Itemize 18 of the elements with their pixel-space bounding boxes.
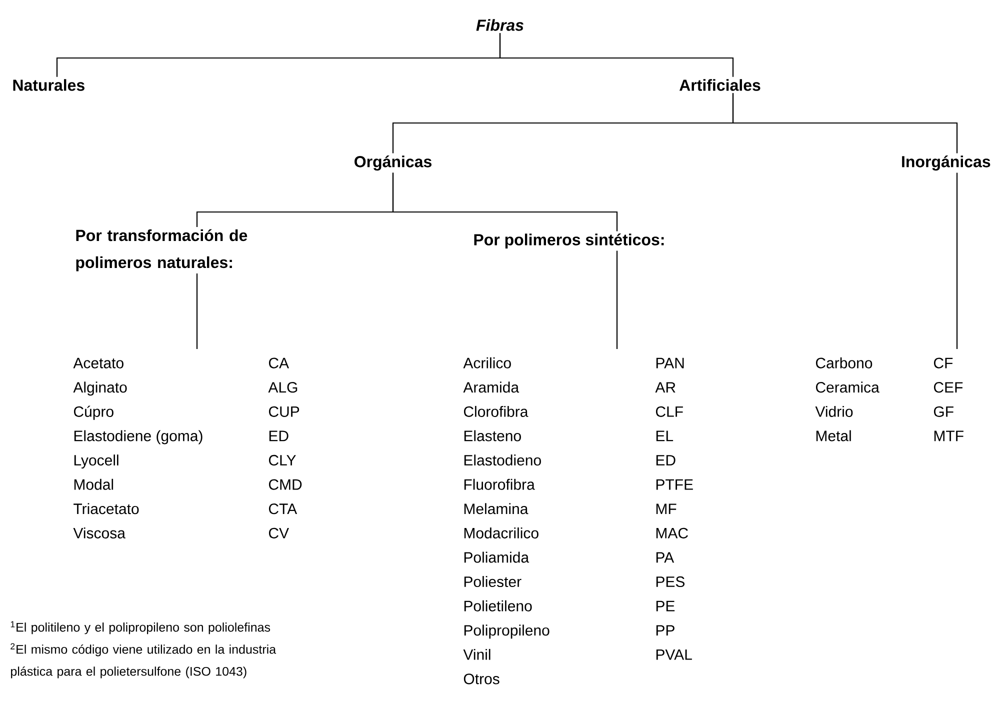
heading: Artificiales — [680, 79, 760, 91]
heading: Por transformación de polimeros naturales: — [76, 229, 248, 272]
footnote: $^{1}$El politileno y el polipropileno son poliolefinas — [10, 621, 270, 634]
heading: Orgánicas — [354, 155, 432, 171]
fiber-list: Acrilico PAN Aramida AR Clorofibra CLF Elasteno EL Elastodieno ED Fluorofibra PTFE Melamina MF Modacrilico MAC Poliamida PA Poliester PES Polietileno PE Polipropileno PP Vinil PVAL Otros — [463, 357, 693, 684]
fiber-list: Carbono CF Ceramica CEF Vidrio GF Metal MTF — [815, 357, 964, 442]
connector-line — [392, 172, 618, 232]
heading: Naturales — [13, 79, 84, 91]
connector-line — [616, 250, 618, 349]
connector-line — [956, 172, 958, 349]
heading: Por polimeros sintéticos: — [474, 233, 664, 249]
connector-line — [196, 273, 198, 349]
connector-line — [732, 93, 958, 154]
heading: Fibras — [476, 19, 524, 31]
fiber-list: Acetato CA Alginato ALG Cúpro CUP Elastodiene (goma) ED Lyocell CLY Modal CMD Triacetato CTA Viscosa CV — [73, 358, 302, 538]
connector-line — [499, 33, 734, 77]
footnote: $^{2}$El mismo código viene utilizado en la industria plástica para el polietersulfone (ISO 1043) — [10, 643, 276, 678]
heading: Inorgánicas — [902, 155, 990, 171]
